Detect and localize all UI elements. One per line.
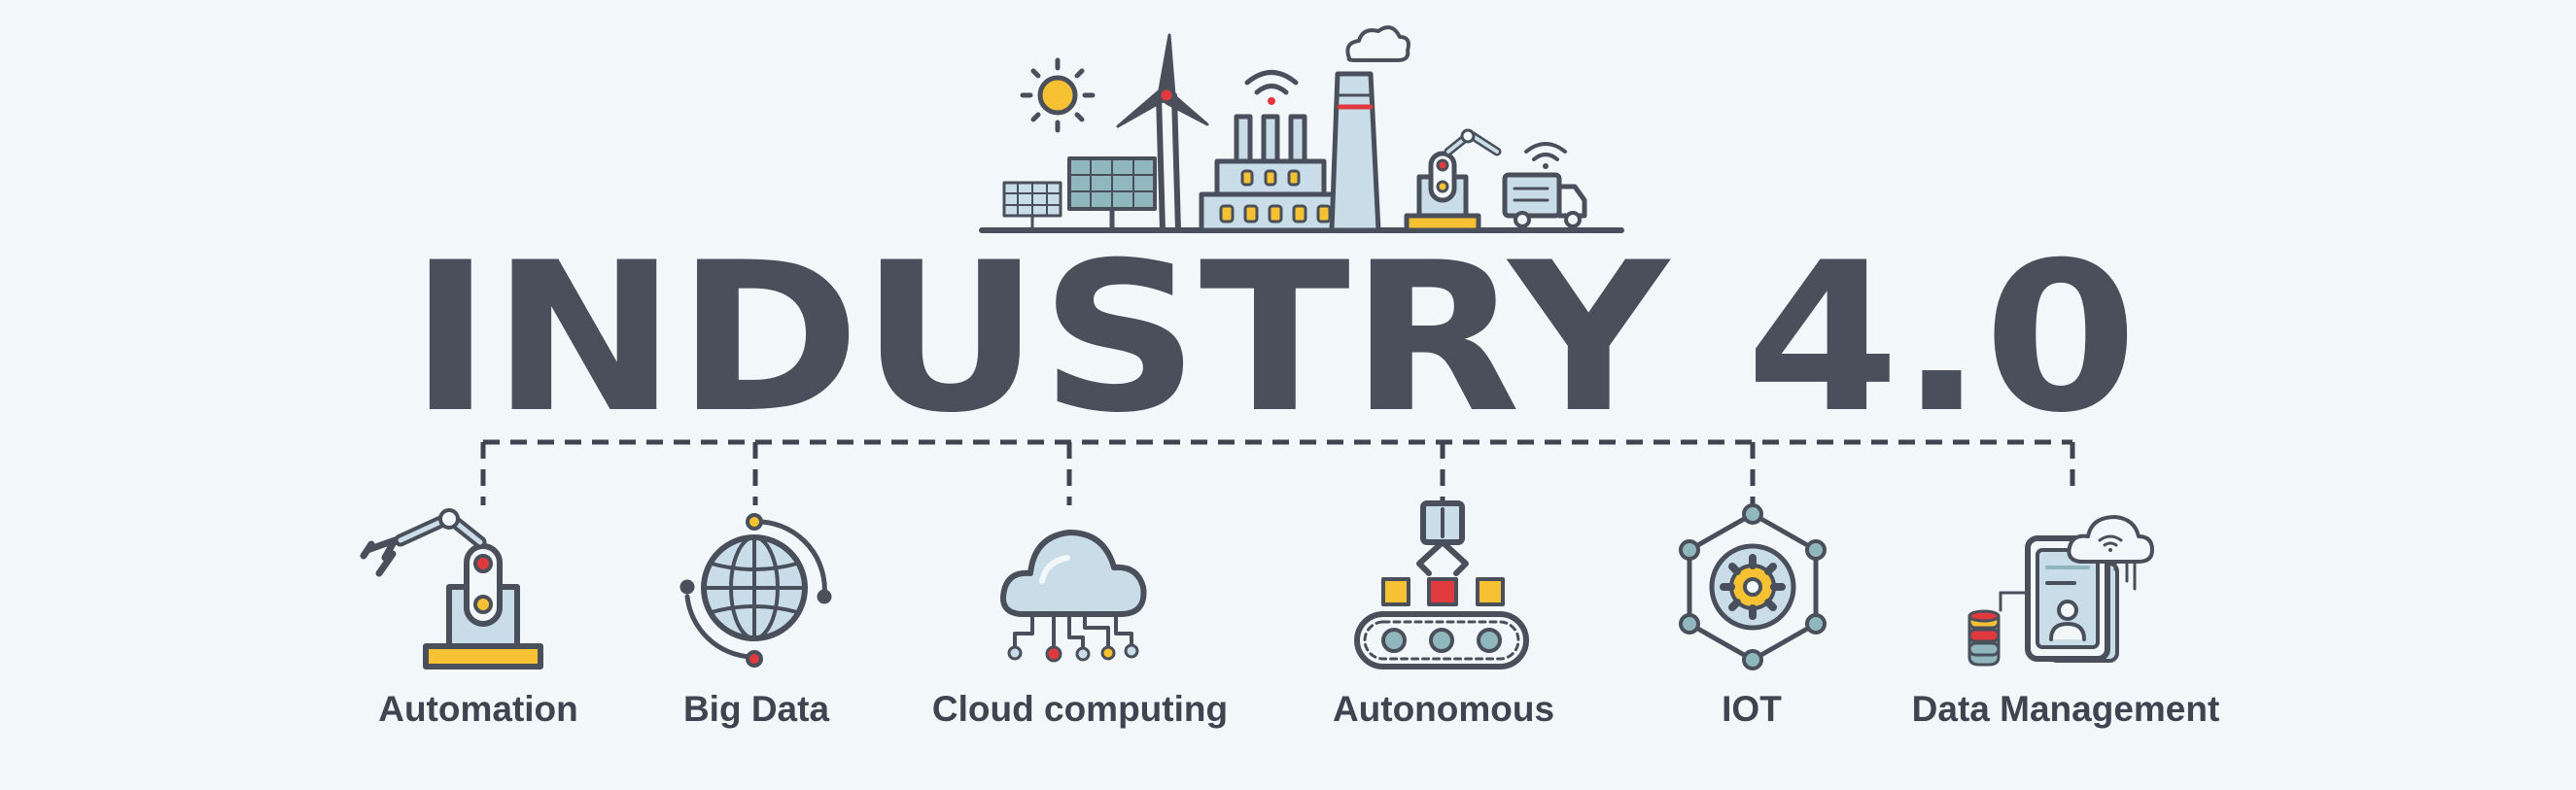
robot-arm-icon [1404, 128, 1502, 233]
pillar-label-data-management: Data Management [1912, 689, 2220, 729]
connector-lines [480, 439, 2075, 505]
conveyor-robot-icon [1354, 500, 1529, 670]
factory-scene [979, 25, 1624, 233]
solar-panel-icon [1002, 181, 1062, 232]
pillar-labels: Automation Big Data Cloud computing Auto… [378, 689, 2219, 729]
iot-gear-network-icon [1679, 503, 1827, 670]
page-title: INDUSTRY 4.0 [409, 218, 2138, 458]
cloud-icon [2067, 515, 2154, 564]
sun-icon [1020, 57, 1096, 133]
globe-data-icon [679, 513, 832, 668]
wifi-icon [1524, 142, 1567, 169]
solar-panel-icon [1067, 156, 1157, 233]
pillar-label-cloud-computing: Cloud computing [932, 689, 1228, 729]
wifi-icon [1244, 70, 1299, 105]
cloud-network-icon [1000, 530, 1147, 663]
cloud-icon [1345, 25, 1410, 62]
pillar-label-big-data: Big Data [683, 689, 830, 729]
pillar-label-iot: IOT [1722, 689, 1782, 729]
delivery-truck-icon [1502, 172, 1587, 228]
wind-turbine-icon [1116, 33, 1209, 233]
factory-icon [1199, 71, 1381, 233]
data-management-icon [1967, 515, 2154, 667]
database-icon [1967, 609, 2001, 667]
pillar-label-autonomous: Autonomous [1333, 689, 1554, 729]
pillar-label-automation: Automation [378, 689, 578, 729]
robot-arm-icon [360, 508, 543, 670]
gear-icon [1720, 554, 1786, 620]
